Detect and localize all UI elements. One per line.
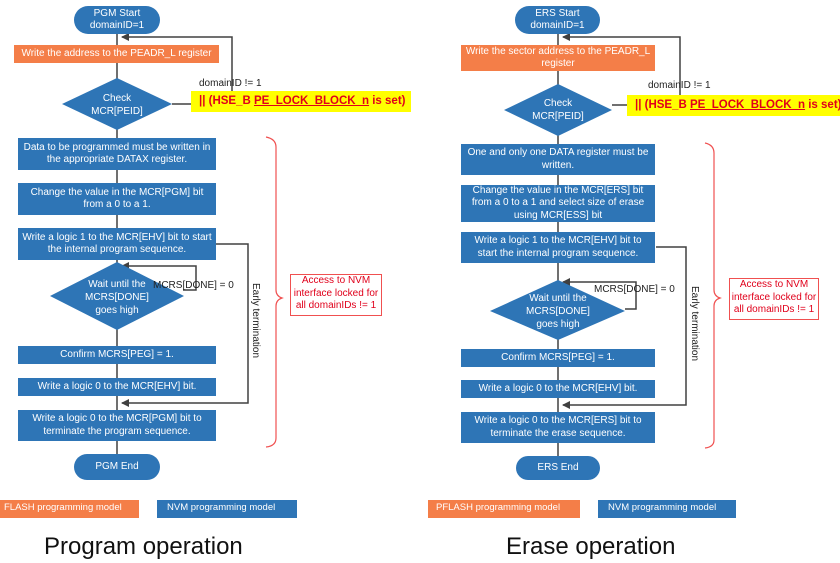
pgm-ehv0-box: Write a logic 0 to the MCR[EHV] bit.: [18, 378, 216, 396]
ers-step-data-box: One and only one DATA register must be w…: [461, 144, 655, 175]
ers-check-line2: MCR[PEID]: [532, 111, 584, 122]
ers-legend-nvm: NVM programming model: [598, 500, 736, 518]
ers-step-ehv1-box: Write a logic 1 to the MCR[EHV] bit to s…: [461, 232, 655, 263]
pgm-end-terminal: PGM End: [74, 454, 160, 480]
pgm-scope-bracket: [265, 136, 284, 448]
pgm-step-mcr-pgm-box: Change the value in the MCR[PGM] bit fro…: [18, 183, 216, 215]
pgm-lock-condition: || (HSE_B PE_LOCK_BLOCK_n is set): [191, 91, 411, 112]
pgm-lock-register: PE_LOCK_BLOCK_n: [254, 95, 370, 107]
ers-ehv0-box: Write a logic 0 to the MCR[EHV] bit.: [461, 380, 655, 398]
pgm-access-line1: Access to NVM: [301, 275, 371, 286]
pgm-legend-flash: FLASH programming model: [0, 500, 139, 518]
ers-early-termination-arrow: [562, 246, 687, 409]
ers-lock-prefix: || (HSE_B: [635, 99, 691, 111]
pgm-lock-suffix: is set): [369, 95, 406, 107]
pgm-access-line3: all domainIDs != 1: [295, 300, 377, 311]
ers-scope-bracket: [704, 142, 722, 449]
ers-lock-suffix: is set): [805, 99, 840, 111]
pgm-legend-nvm: NVM programming model: [157, 500, 297, 518]
ers-lock-register: PE_LOCK_BLOCK_n: [690, 99, 806, 111]
ers-legend-flash: PFLASH programming model: [428, 500, 580, 518]
ers-wait-line1: Wait until the: [529, 292, 587, 304]
pgm-step-ehv1-box: Write a logic 1 to the MCR[EHV] bit to s…: [18, 228, 216, 260]
pgm-wait-line3: goes high: [95, 304, 139, 316]
ers-wait-diamond: [490, 280, 625, 340]
pgm-early-termination-arrow: [121, 243, 249, 407]
pgm-start-label: PGM Start: [93, 8, 141, 19]
pgm-wait-line1: Wait until the: [88, 278, 146, 290]
pgm-early-termination-label: Early termination: [250, 283, 261, 359]
ers-access-note: Access to NVM interface locked for all d…: [729, 278, 819, 320]
pgm-write-address-box: Write the address to the PEADR_L registe…: [14, 45, 219, 63]
ers-done-loop-arrow: [562, 278, 637, 310]
pgm-step-data-box: Data to be programmed must be written in…: [18, 138, 216, 170]
pgm-caption: Program operation: [44, 533, 243, 560]
ers-domain-condition: domainID != 1: [648, 80, 711, 91]
ers-start-label: ERS Start: [535, 8, 580, 19]
pgm-check-line1: Check: [102, 93, 132, 104]
ers-check-line1: Check: [543, 98, 573, 109]
pgm-done-condition: MCRS[DONE] = 0: [153, 280, 234, 291]
ers-access-line2: interface locked for: [731, 291, 817, 303]
ers-wait-line2: MCRS[DONE]: [526, 305, 590, 317]
ers-wait-line3: goes high: [536, 318, 580, 330]
pgm-done-loop-arrow: [121, 262, 197, 291]
pgm-access-line2: interface locked for: [293, 287, 379, 299]
pgm-check-line2: MCR[PEID]: [91, 106, 143, 117]
pgm-terminate-box: Write a logic 0 to the MCR[PGM] bit to t…: [18, 410, 216, 441]
pgm-wait-line2: MCRS[DONE]: [85, 291, 149, 303]
pgm-wait-diamond: [50, 262, 184, 330]
ers-start-domain: domainID=1: [530, 20, 585, 31]
ers-confirm-box: Confirm MCRS[PEG] = 1.: [461, 349, 655, 367]
ers-check-diamond: [504, 84, 612, 136]
pgm-confirm-box: Confirm MCRS[PEG] = 1.: [18, 346, 216, 364]
ers-access-line3: all domainIDs != 1: [733, 304, 815, 315]
pgm-domain-condition: domainID != 1: [199, 78, 262, 89]
ers-end-terminal: ERS End: [516, 456, 600, 480]
ers-early-termination-label: Early termination: [689, 286, 700, 362]
pgm-check-diamond: [62, 78, 172, 130]
pgm-start-domain: domainID=1: [89, 20, 145, 31]
ers-access-line1: Access to NVM: [739, 279, 809, 290]
ers-caption: Erase operation: [506, 533, 676, 560]
ers-write-address-box: Write the sector address to the PEADR_L …: [461, 45, 655, 71]
pgm-lock-prefix: || (HSE_B: [199, 95, 255, 107]
ers-terminate-box: Write a logic 0 to the MCR[ERS] bit to t…: [461, 412, 655, 443]
ers-step-mcr-ers-box: Change the value in the MCR[ERS] bit fro…: [461, 185, 655, 222]
pgm-access-note: Access to NVM interface locked for all d…: [290, 274, 382, 316]
ers-done-condition: MCRS[DONE] = 0: [594, 284, 675, 295]
ers-lock-condition: || (HSE_B PE_LOCK_BLOCK_n is set): [627, 95, 840, 116]
